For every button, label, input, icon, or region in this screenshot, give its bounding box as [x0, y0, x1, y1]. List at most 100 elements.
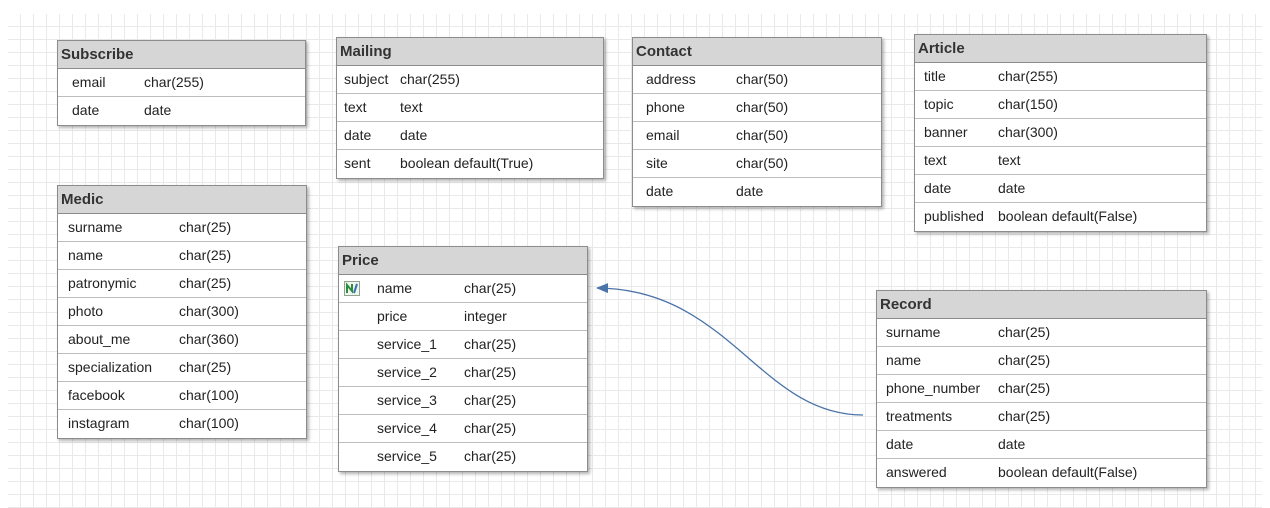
- field-type: char(25): [998, 324, 1051, 340]
- record-field-answered[interactable]: answered boolean default(False): [877, 459, 1206, 487]
- field-type: date: [144, 102, 172, 118]
- field-name: address: [646, 71, 696, 87]
- field-name: date: [344, 127, 372, 143]
- field-name: phone_number: [886, 380, 981, 396]
- field-type: char(100): [179, 387, 239, 403]
- field-name: text: [344, 99, 367, 115]
- field-type: integer: [464, 308, 507, 324]
- medic-field-about-me[interactable]: about_me char(360): [58, 326, 306, 354]
- price-field-service-2[interactable]: service_2 char(25): [339, 359, 587, 387]
- field-type: text: [400, 99, 423, 115]
- field-type: char(25): [464, 336, 517, 352]
- contact-table-title[interactable]: Contact: [633, 38, 881, 66]
- field-type: char(50): [736, 71, 789, 87]
- mailing-field-text[interactable]: text text: [337, 94, 603, 122]
- field-name: service_2: [377, 364, 437, 380]
- field-type: boolean default(False): [998, 464, 1138, 480]
- field-type: char(360): [179, 331, 239, 347]
- field-name: photo: [68, 303, 104, 319]
- field-name: name: [377, 280, 413, 296]
- field-name: treatments: [886, 408, 953, 424]
- field-type: char(25): [179, 275, 232, 291]
- primary-key-icon: [344, 281, 360, 296]
- field-name: phone: [646, 99, 685, 115]
- field-name: email: [72, 74, 106, 90]
- field-type: char(25): [179, 219, 232, 235]
- record-table-title[interactable]: Record: [877, 291, 1206, 319]
- field-name: patronymic: [68, 275, 137, 291]
- article-table-title[interactable]: Article: [915, 35, 1206, 63]
- field-name: date: [72, 102, 100, 118]
- price-table-title[interactable]: Price: [339, 247, 587, 275]
- field-type: char(50): [736, 155, 789, 171]
- field-name: date: [886, 436, 914, 452]
- medic-field-facebook[interactable]: facebook char(100): [58, 382, 306, 410]
- field-name: surname: [68, 219, 123, 235]
- field-type: char(25): [464, 364, 517, 380]
- field-type: date: [998, 436, 1026, 452]
- mailing-table-title[interactable]: Mailing: [337, 38, 603, 66]
- field-name: date: [924, 180, 952, 196]
- field-name: site: [646, 155, 668, 171]
- field-name: text: [924, 152, 947, 168]
- price-field-service-4[interactable]: service_4 char(25): [339, 415, 587, 443]
- field-type: char(25): [179, 247, 232, 263]
- field-name: service_4: [377, 420, 437, 436]
- field-name: published: [924, 208, 984, 224]
- field-name: service_3: [377, 392, 437, 408]
- field-name: surname: [886, 324, 941, 340]
- medic-field-surname[interactable]: surname char(25): [58, 214, 306, 242]
- medic-field-patronymic[interactable]: patronymic char(25): [58, 270, 306, 298]
- field-name: answered: [886, 464, 947, 480]
- subscribe-table-title[interactable]: Subscribe: [58, 41, 305, 69]
- field-name: about_me: [68, 331, 131, 347]
- field-name: specialization: [68, 359, 153, 375]
- field-name: sent: [344, 155, 371, 171]
- record-field-surname[interactable]: surname char(25): [877, 319, 1206, 347]
- contact-field-address[interactable]: address char(50): [633, 66, 881, 94]
- contact-field-site[interactable]: site char(50): [633, 150, 881, 178]
- field-type: char(100): [179, 415, 239, 431]
- field-name: banner: [924, 124, 968, 140]
- field-name: topic: [924, 96, 954, 112]
- field-type: char(25): [464, 280, 517, 296]
- price-field-name[interactable]: name char(25): [339, 275, 587, 303]
- medic-table-title[interactable]: Medic: [58, 186, 306, 214]
- field-type: char(25): [464, 420, 517, 436]
- subscribe-field-date[interactable]: date date: [58, 97, 305, 125]
- field-name: facebook: [68, 387, 125, 403]
- record-field-date[interactable]: date date: [877, 431, 1206, 459]
- medic-field-specialization[interactable]: specialization char(25): [58, 354, 306, 382]
- field-type: char(25): [179, 359, 232, 375]
